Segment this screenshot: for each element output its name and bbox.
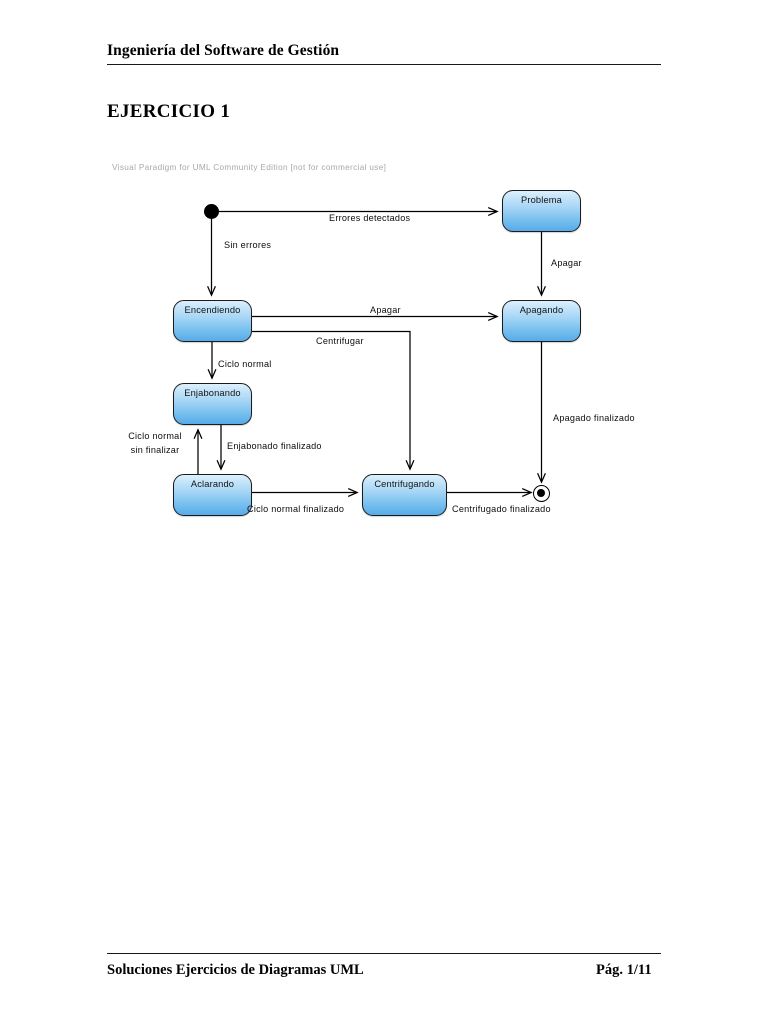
header-divider — [107, 64, 661, 65]
state-node-encendiendo[interactable]: Encendiendo — [173, 300, 252, 342]
state-node-problema[interactable]: Problema — [502, 190, 581, 232]
state-label-apagando: Apagando — [519, 305, 564, 315]
state-label-enjabonando: Enjabonando — [184, 388, 241, 398]
initial-state-node[interactable] — [204, 204, 219, 219]
edge-label-errores-detectados: Errores detectados — [329, 213, 411, 223]
visual-paradigm-watermark: Visual Paradigm for UML Community Editio… — [112, 163, 387, 172]
final-state-node[interactable] — [533, 485, 550, 502]
edge-label-ciclo-normal-sin-finalizar: Ciclo normal sin finalizar — [114, 430, 196, 457]
page-header-title: Ingeniería del Software de Gestión — [107, 42, 340, 59]
footer-page-number: Pág. 1/11 — [596, 962, 652, 978]
edge-label-apagar-problema: Apagar — [551, 258, 582, 268]
edge-label-line-2: sin finalizar — [130, 444, 180, 455]
state-node-centrifugando[interactable]: Centrifugando — [362, 474, 447, 516]
edge-label-enjabonado-finalizado: Enjabonado finalizado — [227, 441, 322, 451]
state-label-centrifugando: Centrifugando — [374, 479, 435, 489]
footer-divider — [107, 953, 661, 954]
state-node-apagando[interactable]: Apagando — [502, 300, 581, 342]
footer-title: Soluciones Ejercicios de Diagramas UML — [107, 962, 364, 978]
edge-label-centrifugar: Centrifugar — [316, 336, 364, 346]
state-node-aclarando[interactable]: Aclarando — [173, 474, 252, 516]
state-label-problema: Problema — [521, 195, 562, 205]
edge-label-centrifugado-finalizado: Centrifugado finalizado — [452, 504, 551, 514]
state-label-encendiendo: Encendiendo — [184, 305, 241, 315]
edge-label-line-1: Ciclo normal — [128, 431, 182, 441]
state-node-enjabonando[interactable]: Enjabonando — [173, 383, 252, 425]
edge-label-apagar-encendiendo: Apagar — [370, 305, 401, 315]
section-title: EJERCICIO 1 — [107, 101, 231, 122]
edge-label-ciclo-normal: Ciclo normal — [218, 359, 272, 369]
edge-label-ciclo-normal-finalizado: Ciclo normal finalizado — [247, 504, 345, 514]
edge-label-sin-errores: Sin errores — [224, 240, 272, 250]
state-label-aclarando: Aclarando — [190, 479, 235, 489]
edge-label-apagado-finalizado: Apagado finalizado — [553, 413, 635, 423]
